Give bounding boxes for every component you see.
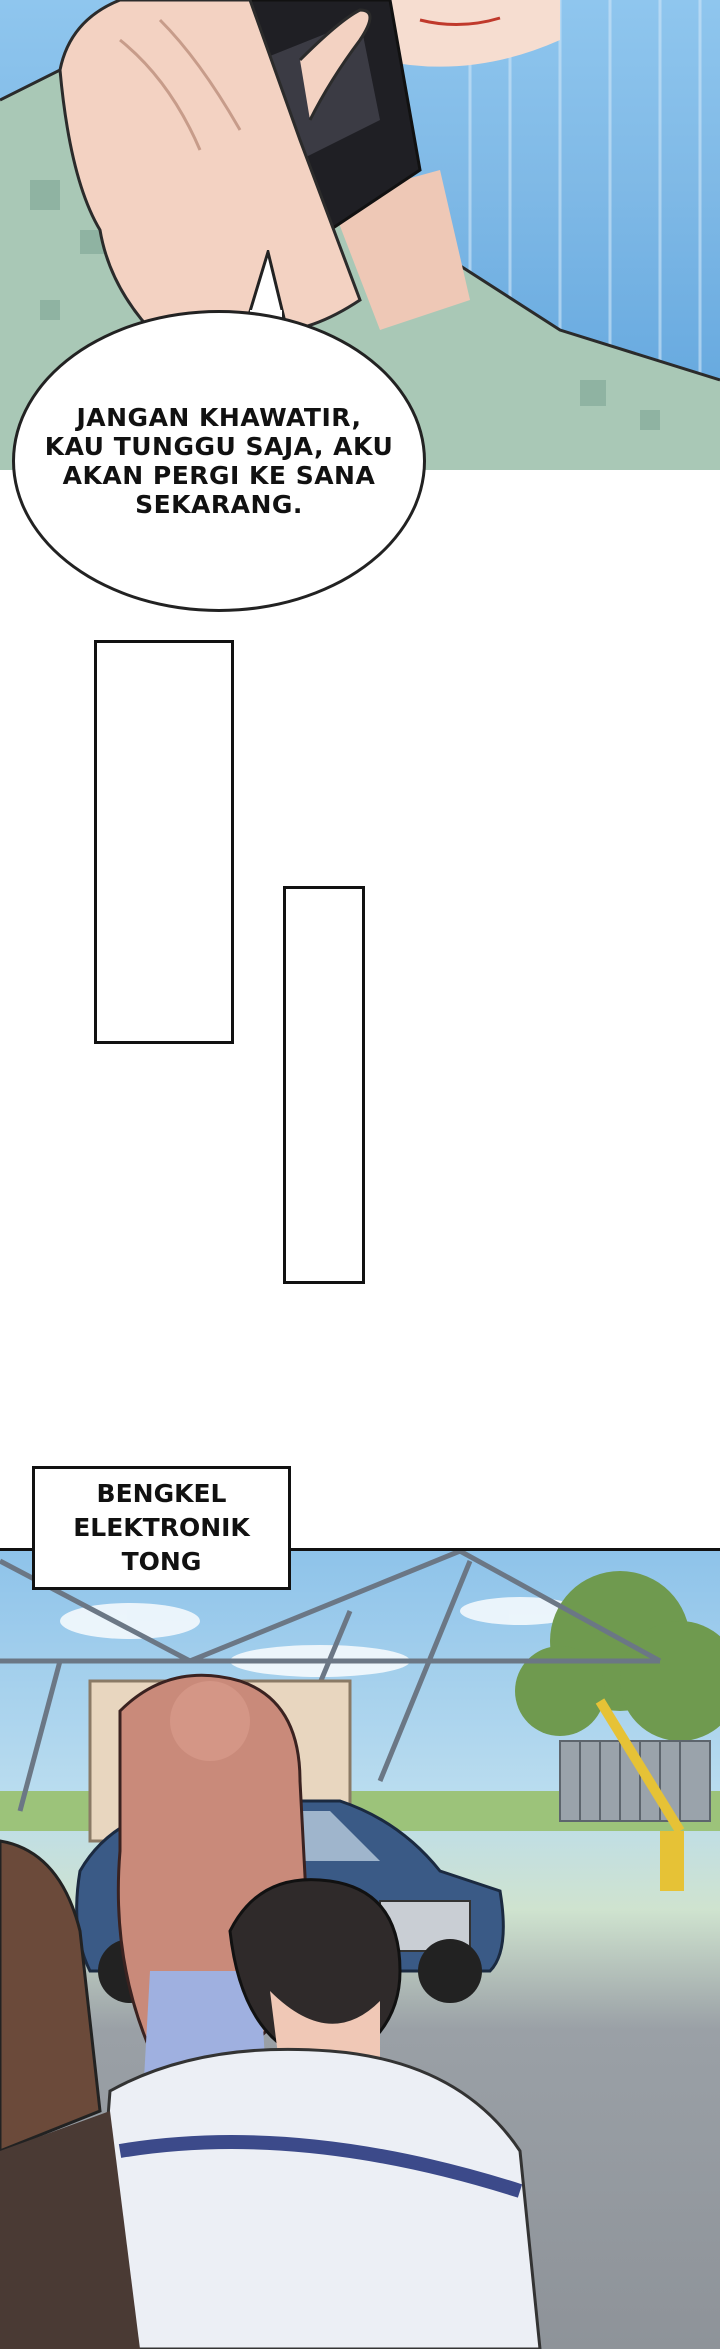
location-caption: BENGKEL ELEKTRONIK TONG bbox=[32, 1466, 291, 1590]
caption-text: BENGKEL ELEKTRONIK TONG bbox=[73, 1479, 250, 1576]
speech-bubble-tail bbox=[246, 250, 286, 320]
empty-panel-left bbox=[94, 640, 234, 1044]
speech-bubble: JANGAN KHAWATIR, KAU TUNGGU SAJA, AKU AK… bbox=[12, 310, 426, 612]
shop-entrance-panel bbox=[0, 1548, 720, 2349]
speech-text: JANGAN KHAWATIR, KAU TUNGGU SAJA, AKU AK… bbox=[44, 403, 394, 519]
empty-panel-right bbox=[283, 886, 365, 1284]
shop-entrance-illustration bbox=[0, 1551, 720, 2349]
